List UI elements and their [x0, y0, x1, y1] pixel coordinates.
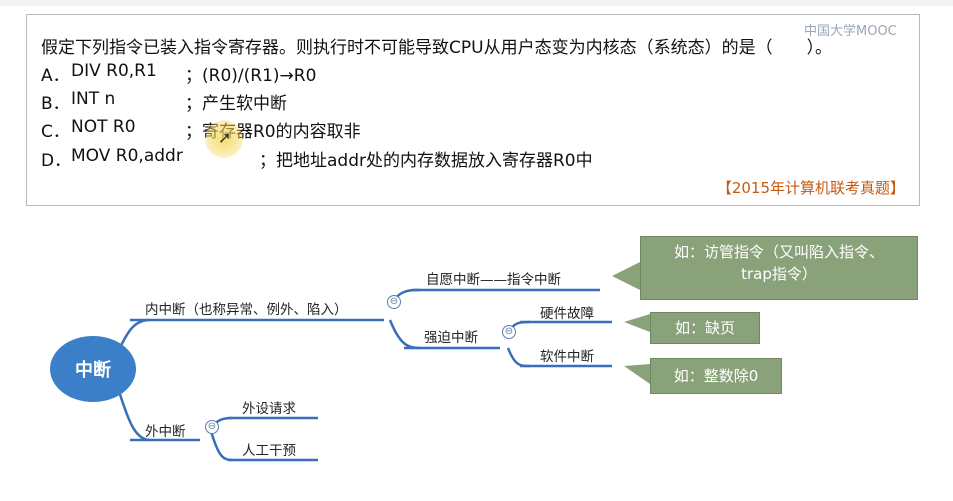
callout-pointer-divide-zero [624, 364, 650, 384]
mouse-pointer-icon: ➚ [218, 128, 232, 147]
node-software-interrupt[interactable]: 软件中断 [540, 349, 594, 365]
top-frame [0, 0, 953, 6]
callout-supervisor-call: 如：访管指令（又叫陷入指令、 trap指令） [640, 236, 918, 300]
option-a-instr: DIV R0,R1 [71, 61, 157, 81]
collapse-forced-icon[interactable]: ⊖ [502, 325, 516, 339]
node-peripheral-request[interactable]: 外设请求 [242, 401, 296, 417]
edge-forced-software [506, 347, 531, 368]
node-internal-interrupt[interactable]: 内中断（也称异常、例外、陷入） [145, 302, 348, 318]
callout-divide-zero: 如：整数除0 [650, 358, 782, 394]
question-stem: 假定下列指令已装入指令寄存器。则执行时不可能导致CPU从用户态变为内核态（系统态… [41, 38, 833, 58]
node-hardware-fault[interactable]: 硬件故障 [540, 306, 594, 322]
collapse-external-icon[interactable]: ⊖ [205, 420, 219, 434]
cursor-highlight [205, 120, 243, 158]
mindmap-root[interactable]: 中断 [50, 336, 136, 402]
option-d-comment: ；把地址addr处的内存数据放入寄存器R0中 [259, 151, 593, 171]
option-b-letter: B． [41, 94, 70, 114]
option-c-instr: NOT R0 [71, 117, 136, 137]
node-voluntary-interrupt[interactable]: 自愿中断——指令中断 [426, 272, 561, 288]
callout-supervisor-line1: 如：访管指令（又叫陷入指令、 [673, 243, 884, 261]
option-a-letter: A． [41, 66, 70, 86]
node-external-interrupt[interactable]: 外中断 [145, 424, 186, 440]
callout-pointer-supervisor [612, 262, 640, 290]
option-d-instr: MOV R0,addr [71, 146, 183, 166]
option-b-comment: ；产生软中断 [185, 94, 287, 114]
option-b-instr: INT n [71, 89, 116, 109]
edge-internal-forced [388, 319, 421, 350]
node-manual-intervention[interactable]: 人工干预 [242, 443, 296, 459]
callout-page-fault: 如：缺页 [650, 312, 760, 344]
callout-supervisor-line2: trap指令） [741, 265, 817, 283]
collapse-internal-icon[interactable]: ⊖ [387, 295, 401, 309]
question-source: 【2015年计算机联考真题】 [716, 179, 905, 197]
option-d-letter: D． [41, 151, 72, 171]
question-box: 假定下列指令已装入指令寄存器。则执行时不可能导致CPU从用户态变为内核态（系统态… [26, 14, 920, 206]
node-forced-interrupt[interactable]: 强迫中断 [424, 330, 478, 346]
callout-pointer-page-fault [624, 314, 650, 332]
mooc-watermark: 中国大学MOOC [804, 24, 897, 39]
option-c-letter: C． [41, 122, 70, 142]
option-a-comment: ；(R0)/(R1)→R0 [185, 66, 317, 86]
